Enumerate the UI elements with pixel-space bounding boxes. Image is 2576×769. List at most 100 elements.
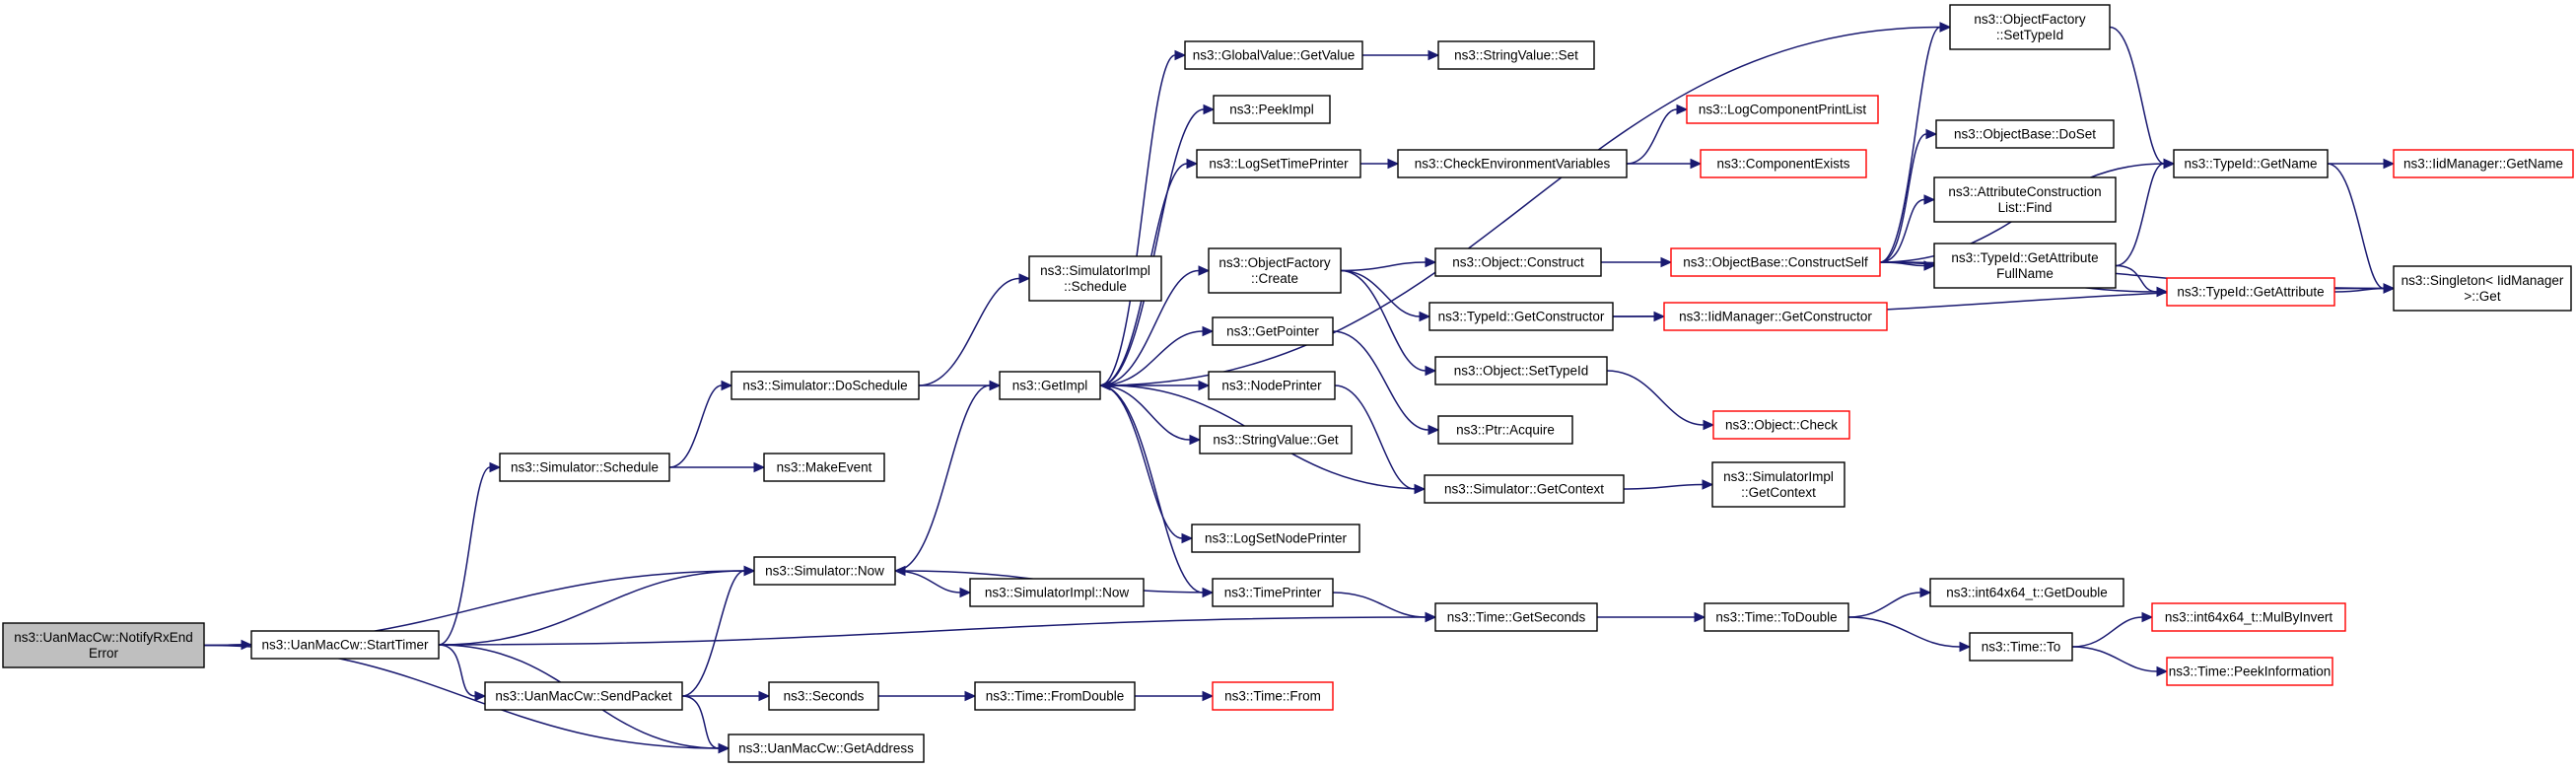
arrowhead [1198, 380, 1211, 391]
node-timeprinter[interactable]: ns3::TimePrinter [1212, 578, 1334, 607]
node-i64getdouble[interactable]: ns3::int64x64_t::GetDouble [1929, 578, 2124, 607]
edge-getpointer-to-ptracquire [1332, 330, 1440, 436]
node-iidgetname[interactable]: ns3::IidManager::GetName [2393, 149, 2574, 178]
node-simimplschedule[interactable]: ns3::SimulatorImpl::Schedule [1028, 255, 1162, 302]
node-fromdouble[interactable]: ns3::Time::FromDouble [974, 681, 1136, 711]
node-schedule[interactable]: ns3::Simulator::Schedule [499, 453, 670, 482]
node-seconds[interactable]: ns3::Seconds [768, 681, 879, 711]
node-box [2151, 602, 2346, 632]
edge-line [1340, 269, 1427, 372]
node-gvgetvalue[interactable]: ns3::GlobalValue::GetValue [1184, 40, 1363, 70]
node-simimplgetcontext[interactable]: ns3::SimulatorImpl::GetContext [1711, 461, 1845, 508]
node-label: ns3::Simulator::Now [765, 564, 884, 579]
node-makeevent[interactable]: ns3::MakeEvent [763, 453, 885, 482]
node-timeto[interactable]: ns3::Time::To [1969, 632, 2073, 662]
node-checkenv[interactable]: ns3::CheckEnvironmentVariables [1397, 149, 1628, 178]
node-logsettimeprinter[interactable]: ns3::LogSetTimePrinter [1196, 149, 1361, 178]
node-now[interactable]: ns3::Simulator::Now [753, 556, 896, 586]
node-obdoset[interactable]: ns3::ObjectBase::DoSet [1935, 119, 2115, 149]
node-peekinfo[interactable]: ns3::Time::PeekInformation [2166, 657, 2333, 686]
node-box [1700, 149, 1867, 178]
node-peekimpl[interactable]: ns3::PeekImpl [1213, 95, 1331, 124]
node-label: ::SetTypeId [1996, 28, 2063, 42]
node-box [1434, 247, 1602, 277]
node-label: ns3::Ptr::Acquire [1456, 423, 1555, 438]
node-timefrom[interactable]: ns3::Time::From [1212, 681, 1334, 711]
edge-ofsettypeid-to-tidgetname [2109, 26, 2176, 170]
node-label: ns3::UanMacCw::SendPacket [495, 689, 672, 704]
node-logcomplist[interactable]: ns3::LogComponentPrintList [1686, 95, 1879, 124]
node-singletonget[interactable]: ns3::Singleton< IidManager>::Get [2393, 265, 2572, 312]
arrowhead [2141, 611, 2154, 623]
node-objcheck[interactable]: ns3::Object::Check [1712, 410, 1850, 440]
node-label: ns3::StringValue::Get [1213, 433, 1339, 448]
node-logsetnodeprinter[interactable]: ns3::LogSetNodePrinter [1191, 524, 1360, 553]
node-ptracquire[interactable]: ns3::Ptr::Acquire [1437, 415, 1573, 445]
node-box [1949, 4, 2111, 50]
node-label: ns3::LogSetNodePrinter [1205, 531, 1348, 546]
node-svset[interactable]: ns3::StringValue::Set [1437, 40, 1595, 70]
edge-line [1847, 616, 1961, 648]
node-box [499, 453, 670, 482]
arrowhead [1425, 611, 1437, 623]
node-label: ::GetContext [1741, 485, 1816, 500]
edge-doschedule-to-simimplschedule [918, 273, 1031, 386]
node-ofsettypeid[interactable]: ns3::ObjectFactory::SetTypeId [1949, 4, 2111, 50]
node-label: ns3::int64x64_t::MulByInvert [2165, 610, 2333, 625]
node-tidgetconstructor[interactable]: ns3::TypeId::GetConstructor [1428, 302, 1614, 331]
edge-line [1099, 330, 1204, 386]
node-getimpl[interactable]: ns3::GetImpl [999, 371, 1101, 400]
node-obconstructself[interactable]: ns3::ObjectBase::ConstructSelf [1670, 247, 1881, 277]
arrowhead [1202, 690, 1215, 702]
node-box [1712, 410, 1850, 440]
node-objsettypeid[interactable]: ns3::Object::SetTypeId [1434, 356, 1608, 385]
edge-fromdouble-to-timefrom [1135, 690, 1215, 702]
node-label: ns3::Simulator::GetContext [1444, 482, 1604, 497]
edge-timeto-to-i64mulbyinvert [2071, 611, 2154, 648]
node-todouble[interactable]: ns3::Time::ToDouble [1704, 602, 1849, 632]
arrowhead [964, 690, 977, 702]
node-gettimeseconds[interactable]: ns3::Time::GetSeconds [1434, 602, 1598, 632]
node-iidgetconstructor[interactable]: ns3::IidManager::GetConstructor [1663, 302, 1888, 331]
arrowhead [1202, 325, 1215, 337]
edge-obconstructself-to-aclfind [1879, 194, 1936, 263]
arrowhead [1939, 22, 1952, 33]
node-nodeprinter[interactable]: ns3::NodePrinter [1208, 371, 1336, 400]
edge-line [1332, 330, 1429, 431]
edge-line [668, 384, 723, 468]
node-tidgetname[interactable]: ns3::TypeId::GetName [2173, 149, 2329, 178]
arrowhead [1189, 434, 1202, 446]
edge-line [681, 695, 720, 749]
node-simgetcontext[interactable]: ns3::Simulator::GetContext [1424, 474, 1625, 504]
node-objconstruct[interactable]: ns3::Object::Construct [1434, 247, 1602, 277]
node-sendpacket[interactable]: ns3::UanMacCw::SendPacket [484, 681, 683, 711]
node-svget[interactable]: ns3::StringValue::Get [1199, 425, 1353, 454]
node-tidgetattribute[interactable]: ns3::TypeId::GetAttribute [2166, 277, 2335, 307]
node-compexists[interactable]: ns3::ComponentExists [1700, 149, 1867, 178]
edge-timeto-to-peekinfo [2071, 646, 2169, 677]
node-i64mulbyinvert[interactable]: ns3::int64x64_t::MulByInvert [2151, 602, 2346, 632]
node-box [1437, 415, 1573, 445]
arrowhead [1694, 611, 1706, 623]
node-box [1437, 40, 1595, 70]
node-getpointer[interactable]: ns3::GetPointer [1212, 316, 1334, 346]
node-box [1199, 425, 1353, 454]
node-getaddress[interactable]: ns3::UanMacCw::GetAddress [728, 734, 925, 763]
node-ofcreate[interactable]: ns3::ObjectFactory::Create [1208, 247, 1342, 294]
node-box [250, 630, 440, 660]
edge-obconstructself-to-obdoset [1879, 128, 1938, 263]
node-doschedule[interactable]: ns3::Simulator::DoSchedule [731, 371, 920, 400]
edge-ofcreate-to-objsettypeid [1340, 269, 1437, 377]
node-label: ns3::int64x64_t::GetDouble [1946, 586, 2108, 600]
arrowhead [1703, 419, 1715, 431]
node-label: ns3::Time::GetSeconds [1447, 610, 1586, 625]
node-label: ::Schedule [1064, 279, 1127, 294]
node-simimplnow[interactable]: ns3::SimulatorImpl::Now [969, 578, 1145, 607]
edge-ofcreate-to-tidgetconstructor [1340, 269, 1431, 322]
node-box [2173, 149, 2329, 178]
node-starttimer[interactable]: ns3::UanMacCw::StartTimer [250, 630, 440, 660]
node-label: ns3::PeekImpl [1229, 103, 1314, 117]
